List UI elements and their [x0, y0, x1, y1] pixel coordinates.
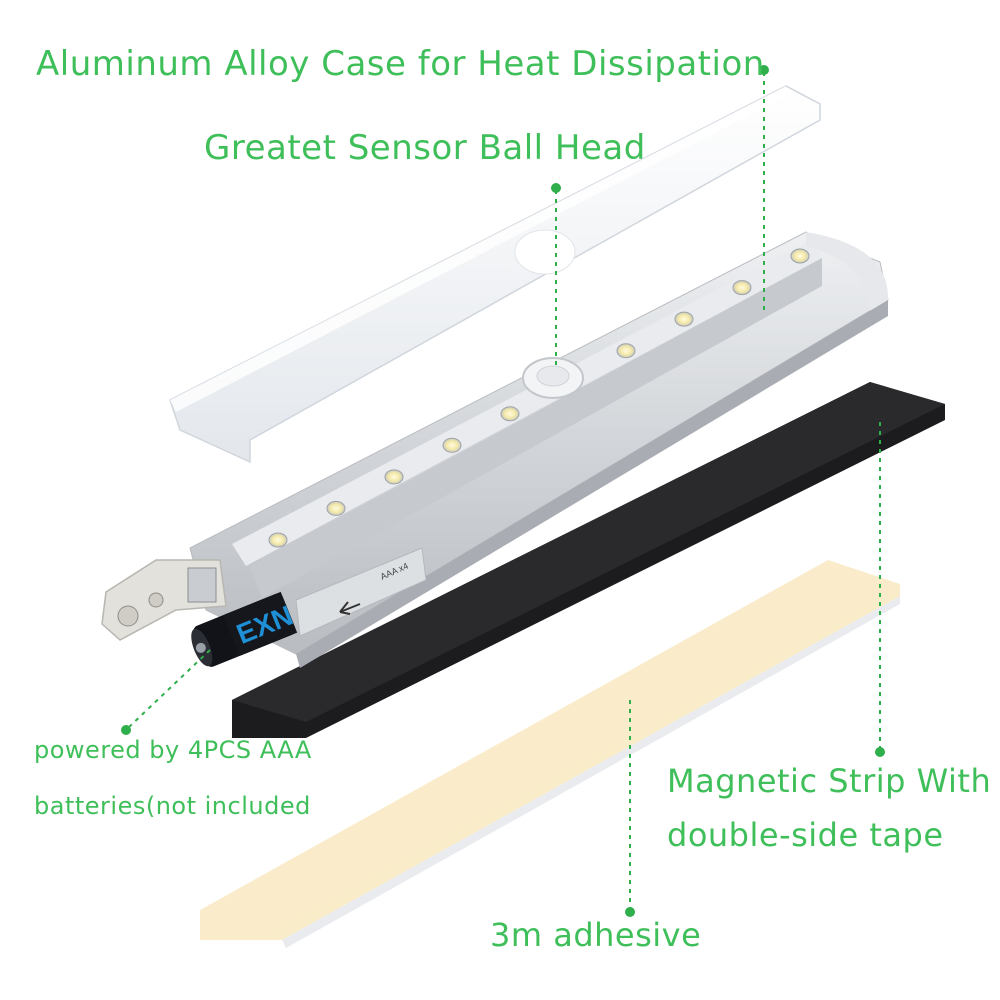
callout-lines — [127, 72, 881, 908]
led-icon — [790, 248, 810, 264]
diffuser-cover — [169, 85, 821, 464]
sensor-label: Greatet Sensor Ball Head — [204, 128, 646, 168]
led-icon — [500, 406, 520, 422]
led-icon — [442, 437, 462, 453]
arrow-left-icon — [339, 601, 361, 615]
adhesive-label: 3m adhesive — [490, 916, 702, 954]
callout-dots — [121, 65, 885, 917]
motion-sensor-icon — [522, 357, 584, 399]
led-icon — [674, 311, 694, 327]
battery-door: AAA x4 — [295, 547, 427, 637]
magnetic-strip — [232, 382, 945, 738]
magnetic-label-line1: Magnetic Strip With — [667, 762, 992, 800]
led-icon — [326, 500, 346, 516]
case-label: Aluminum Alloy Case for Heat Dissipation — [36, 44, 765, 84]
hinge-cap-icon — [101, 559, 227, 641]
adhesive-tape — [200, 560, 900, 948]
aluminum-case: AAA x4 — [189, 231, 889, 668]
magnetic-label-line2: double-side tape — [667, 816, 944, 854]
battery-icon: EXN — [191, 591, 298, 667]
battery-leader — [127, 649, 211, 729]
led-icon — [732, 280, 752, 296]
led-icon — [384, 469, 404, 485]
battery-label-line1: powered by 4PCS AAA — [34, 736, 312, 764]
battery-label-line2: batteries(not included — [34, 792, 311, 820]
led-icon — [616, 343, 636, 359]
sensor-hole — [514, 229, 576, 275]
led-icon — [268, 532, 288, 548]
